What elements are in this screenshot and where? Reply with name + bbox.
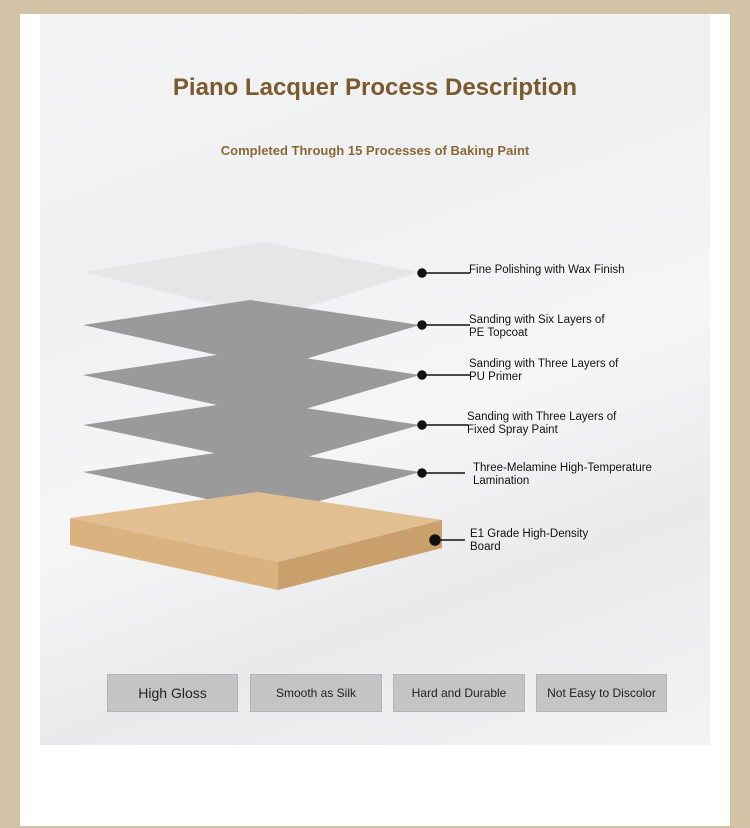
label-spray: Sanding with Three Layers of Fixed Spray… [467,411,617,436]
subtitle: Completed Through 15 Processes of Baking… [220,143,530,158]
feature-durable: Hard and Durable [393,674,525,712]
label-board: E1 Grade High-Density Board [470,528,589,553]
layer-wax [85,242,420,318]
label-pu: Sanding with Three Layers of PU Primer [469,358,619,383]
layer-pu [83,350,420,418]
label-pe: Sanding with Six Layers of PE Topcoat [469,314,605,339]
page-title: Piano Lacquer Process Description [172,74,578,101]
label-melamine: Three-Melamine High-Temperature Laminati… [473,462,652,487]
feature-high-gloss: High Gloss [107,674,238,712]
feature-no-discolor: Not Easy to Discolor [536,674,667,712]
layer-melamine [83,448,420,514]
label-wax: Fine Polishing with Wax Finish [469,264,625,276]
layer-pe [83,300,420,368]
layer-spray [83,400,420,466]
layer-board [70,492,442,590]
feature-smooth: Smooth as Silk [250,674,382,712]
